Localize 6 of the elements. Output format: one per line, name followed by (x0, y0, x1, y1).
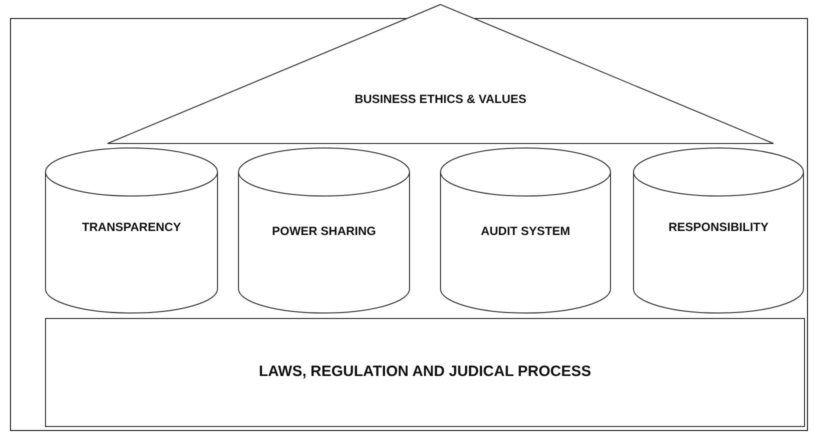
node-label: AUDIT SYSTEM (480, 224, 570, 238)
node-label: TRANSPARENCY (82, 220, 182, 234)
node-label: BUSINESS ETHICS & VALUES (354, 92, 526, 106)
node-label: RESPONSIBILITY (668, 220, 768, 234)
node-label: LAWS, REGULATION AND JUDICAL PROCESS (258, 363, 592, 380)
node-label: POWER SHARING (272, 224, 376, 238)
